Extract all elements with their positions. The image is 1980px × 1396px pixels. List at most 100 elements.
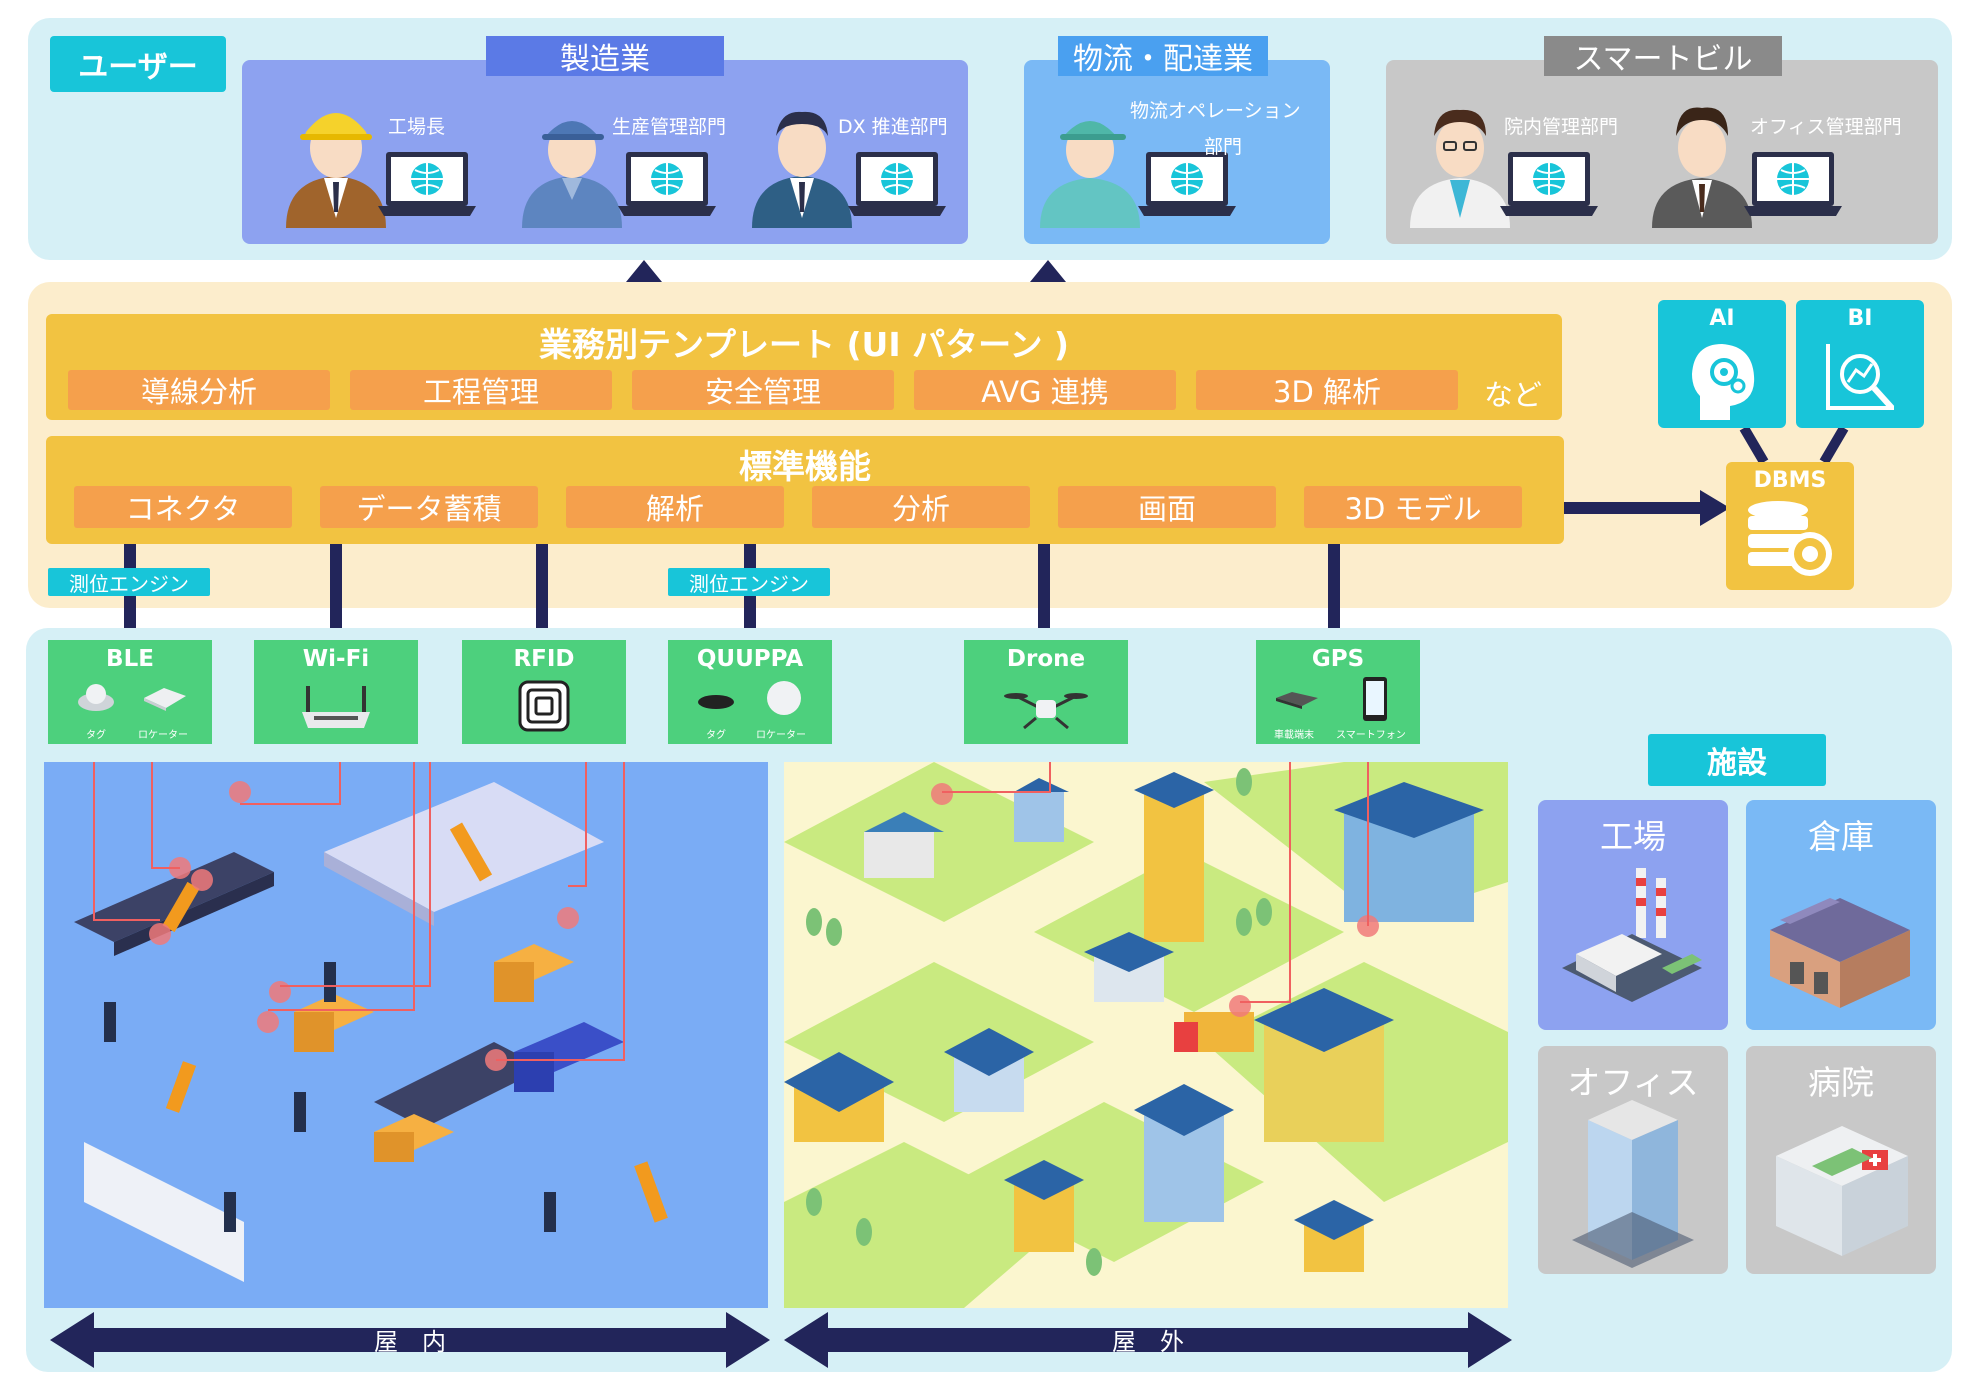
indoor-zone-arrow-icon [50,1312,770,1368]
template-item: 安全管理 [632,370,894,410]
template-item: AVG 連携 [914,370,1176,410]
bi-box: BI [1796,300,1924,428]
factory-manager-avatar-icon [286,113,477,228]
user-label: オフィス管理部門 [1750,116,1902,138]
user-label: DX 推進部門 [838,116,948,138]
template-item: 3D 解析 [1196,370,1458,410]
user-logistics-operations: 物流オペレーション 部門 [1036,88,1326,228]
dbms-label: DBMS [1753,468,1827,493]
manufacturing-tag: 製造業 [486,36,724,77]
office-building-icon [1572,1100,1694,1268]
outdoor-zone-label: 屋 外 [1112,1328,1184,1356]
facility-hospital: 病院 [1746,1046,1936,1274]
dx-promotion-avatar-icon [752,111,947,228]
facility-name: オフィス [1567,1063,1699,1102]
ai-label: AI [1709,306,1735,331]
facilities-title: 施設 [1648,734,1826,786]
device-sub-label: ロケーター [756,730,806,741]
production-control-avatar-icon [522,121,717,228]
standard-title: 標準機能 [739,447,871,486]
device-ble: BLE タグ ロケーター [48,640,212,744]
facility-name: 工場 [1600,817,1666,856]
device-rfid: RFID [462,640,626,744]
user-label: 生産管理部門 [612,116,727,138]
templates-title: 業務別テンプレート (UI パターン ) [538,325,1070,364]
ai-head-icon [1692,344,1755,420]
device-name: GPS [1311,646,1365,672]
quuppa-tag-icon [698,695,734,709]
device-sub-label: スマートフォン [1336,730,1406,741]
connector-wifi [330,544,342,640]
office-management-avatar-icon [1652,107,1843,228]
device-sub-label: 車載端末 [1274,730,1314,741]
facility-name: 倉庫 [1808,817,1874,856]
hospital-management-avatar-icon [1410,109,1599,228]
arrow-right-icon [1564,490,1730,526]
town-illustration-icon [784,762,1508,1308]
device-sub-label: ロケーター [138,730,188,741]
logistics-operations-avatar-icon [1040,121,1237,228]
dbms-box: DBMS [1726,462,1854,590]
template-etc: など [1484,378,1543,412]
facility-name: 病院 [1808,1063,1874,1102]
positioning-engine-tag: 測位エンジン [668,568,830,596]
device-quuppa: QUUPPA タグ ロケーター [668,640,832,744]
device-drone: Drone [964,640,1128,744]
ai-box: AI [1658,300,1786,428]
outdoor-town-scene [784,762,1508,1308]
user-label: 工場長 [388,116,446,138]
indoor-factory-scene [44,762,768,1308]
standard-item: 3D モデル [1304,486,1522,528]
bi-chart-magnifier-icon [1826,344,1895,411]
standard-item: コネクタ [74,486,292,528]
device-gps: GPS 車載端末 スマートフォン [1256,640,1420,744]
ble-tag-icon [78,684,114,711]
user-office-management: オフィス管理部門 [1648,88,1928,228]
hospital-building-icon [1776,1126,1908,1256]
factory-building-icon [1562,868,1702,1002]
user-factory-manager: 工場長 [276,88,477,228]
warehouse-building-icon [1770,898,1910,1008]
user-dx-promotion: DX 推進部門 [742,88,962,228]
indoor-zone-label: 屋 内 [374,1328,446,1356]
outdoor-zone-arrow-icon [784,1312,1512,1368]
user-label: 院内管理部門 [1504,116,1619,138]
factory-illustration-icon [74,762,668,1282]
ble-locator-icon [144,688,186,711]
user-production-control: 生産管理部門 [512,88,732,228]
standard-item: 解析 [566,486,784,528]
facility-office: オフィス [1538,1046,1728,1274]
standard-item: 画面 [1058,486,1276,528]
connector-gps [1328,544,1340,640]
connector-drone [1038,544,1050,640]
device-name: Wi-Fi [302,646,370,672]
positioning-engine-tag: 測位エンジン [48,568,210,596]
template-item: 導線分析 [68,370,330,410]
quuppa-locator-icon [767,681,801,715]
device-name: BLE [106,646,154,672]
facility-factory: 工場 [1538,800,1728,1030]
facility-warehouse: 倉庫 [1746,800,1936,1030]
logistics-tag: 物流・配達業 [1058,36,1268,77]
database-gear-icon [1748,501,1832,576]
device-name: QUUPPA [696,646,804,672]
standard-item: データ蓄積 [320,486,538,528]
template-item: 工程管理 [350,370,612,410]
device-name: RFID [513,646,575,672]
user-hospital-management: 院内管理部門 [1406,88,1646,228]
bi-label: BI [1847,306,1873,331]
device-sub-label: タグ [706,730,726,741]
user-label: 物流オペレーション [1130,100,1301,122]
device-sub-label: タグ [86,730,106,741]
smartbuilding-tag: スマートビル [1544,36,1782,77]
vehicle-terminal-icon [1276,692,1318,709]
device-wifi: Wi-Fi [254,640,418,744]
ai-dbms-connector [1739,428,1849,464]
device-name: Drone [1006,646,1086,672]
drone-icon [1004,693,1088,730]
users-label: ユーザー [50,36,226,92]
standard-item: 分析 [812,486,1030,528]
user-label-line2: 部門 [1204,136,1243,158]
rfid-chip-icon [518,680,570,732]
smartphone-icon [1363,677,1387,721]
